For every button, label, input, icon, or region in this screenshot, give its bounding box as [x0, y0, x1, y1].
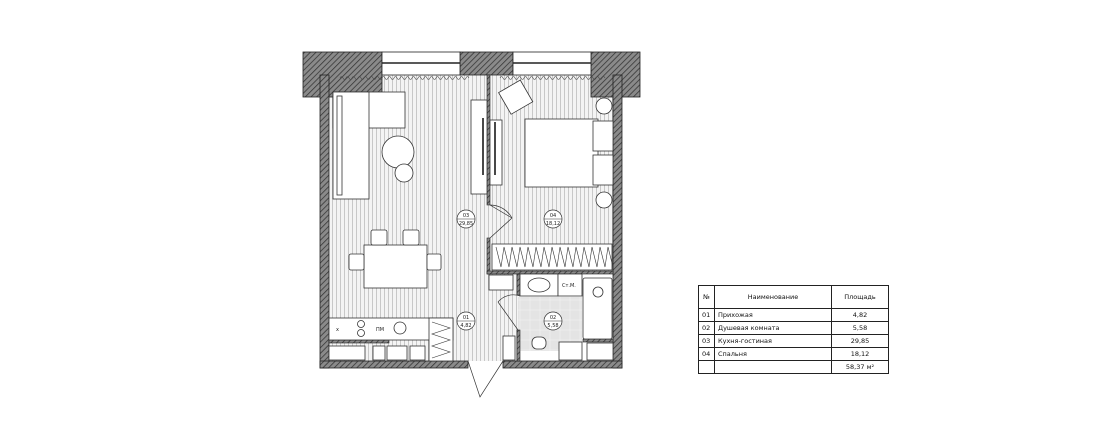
- room-tag-01: 01 4,82: [456, 311, 476, 331]
- table-total-row: 58,37 м²: [698, 360, 889, 374]
- room-tag-02: 02 5,58: [543, 311, 563, 331]
- curtain: [499, 76, 606, 80]
- dining-table: [363, 244, 428, 289]
- nightstand: [595, 191, 613, 209]
- room-tag-03: 03 29,85: [456, 209, 476, 229]
- outer-walls: [302, 51, 641, 369]
- svg-text:03: 03: [463, 213, 469, 219]
- svg-text:02: 02: [550, 315, 556, 321]
- total-area: 58,37 м²: [831, 360, 889, 374]
- coffee-table: [381, 135, 415, 169]
- svg-text:01: 01: [463, 315, 469, 321]
- nightstand: [595, 97, 613, 115]
- washer: [557, 273, 583, 297]
- sink: [393, 321, 407, 335]
- doors: [467, 204, 521, 398]
- toilet: [531, 336, 547, 350]
- bathtub: [582, 277, 613, 340]
- svg-text:18,12: 18,12: [546, 221, 560, 227]
- bed: [524, 118, 599, 188]
- washer-label: Ст.М.: [562, 283, 576, 289]
- fridge-label: х: [336, 327, 339, 333]
- armchair: [498, 79, 534, 115]
- table-header: № Наименование Площадь: [698, 285, 889, 309]
- curtain: [339, 76, 470, 80]
- tv-unit: [470, 99, 488, 195]
- svg-text:04: 04: [550, 213, 556, 219]
- hall-bench: [488, 274, 514, 291]
- svg-text:29,85: 29,85: [459, 221, 473, 227]
- furniture: [328, 79, 614, 362]
- windows: [381, 51, 592, 76]
- dishwasher-label: ПМ: [376, 327, 384, 333]
- room-tag-04: 04 18,12: [543, 209, 563, 229]
- svg-text:4,82: 4,82: [460, 323, 471, 329]
- svg-text:5,58: 5,58: [547, 323, 558, 329]
